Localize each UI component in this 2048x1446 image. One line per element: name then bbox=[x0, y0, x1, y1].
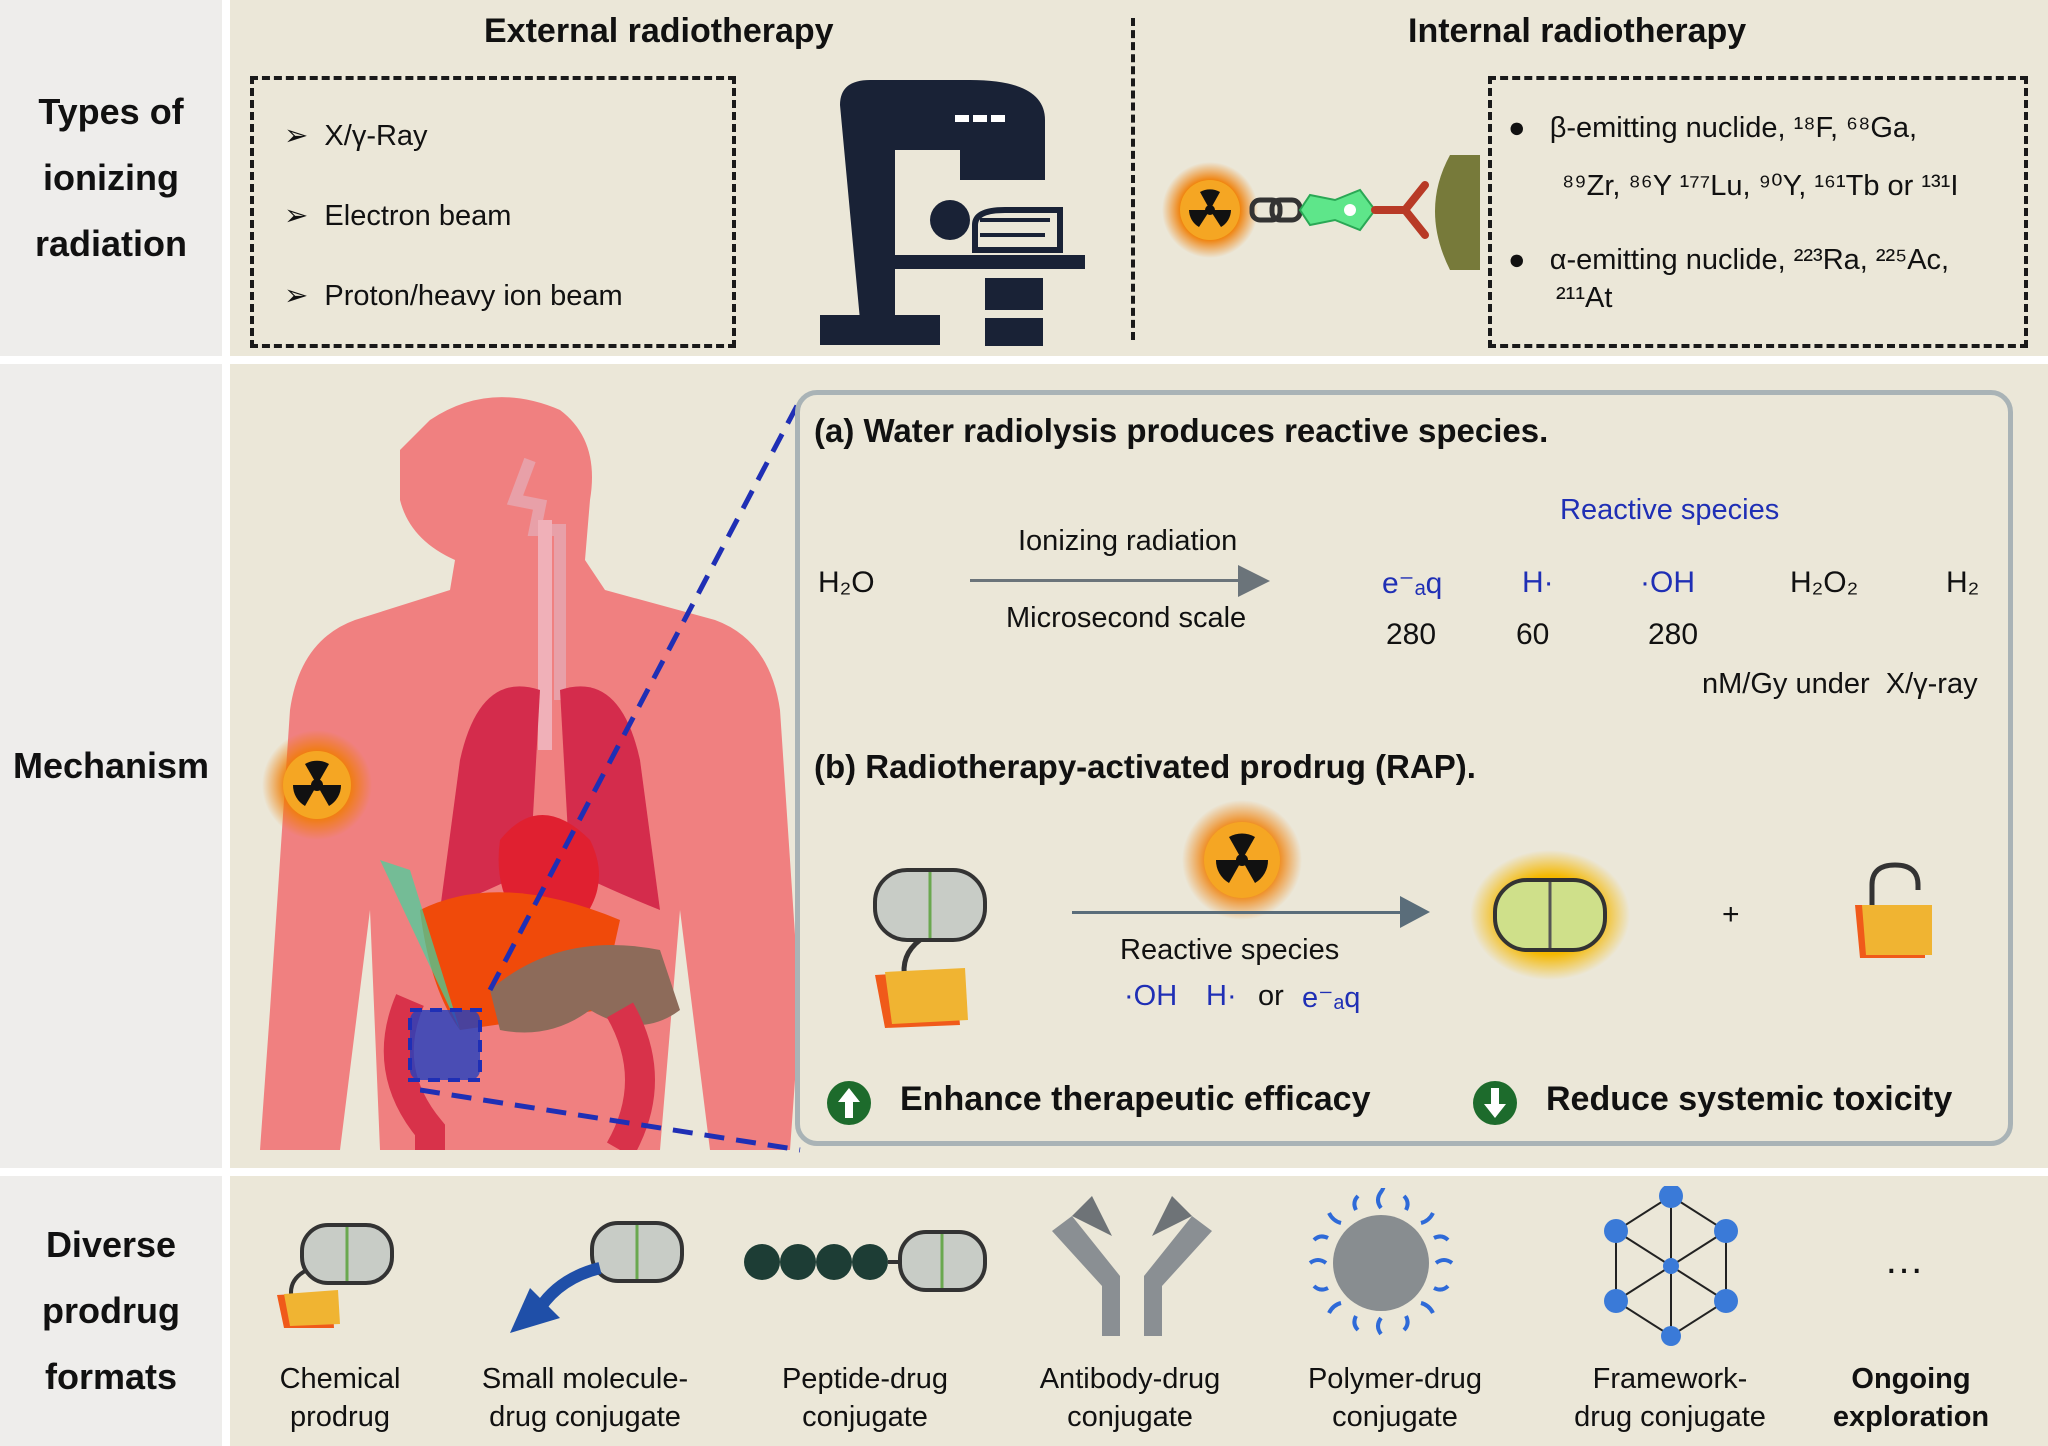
radiolysis-arrow bbox=[970, 579, 1240, 582]
row-label-types-text: Types of ionizing radiation bbox=[34, 91, 187, 264]
internal-beta-line1: β-emitting nuclide, ¹⁸F, ⁶⁸Ga, bbox=[1549, 112, 1918, 144]
row-label-formats: Diverse prodrug formats bbox=[0, 1176, 222, 1446]
reactive-species-label: Reactive species bbox=[1560, 494, 1780, 526]
rap-arrowhead bbox=[1400, 896, 1430, 928]
row-label-mechanism-text: Mechanism bbox=[12, 745, 210, 786]
row-label-formats-text: Diverse prodrug formats bbox=[42, 1224, 180, 1397]
row-label-types: Types of ionizing radiation bbox=[0, 0, 222, 356]
format-polymer-line1: Polymer-drug bbox=[1307, 1363, 1483, 1395]
reactant-h2o: H₂O bbox=[818, 566, 875, 599]
arrow-bottom-label: Microsecond scale bbox=[1006, 602, 1247, 634]
species-oh: ·OH bbox=[1640, 566, 1695, 599]
external-item-xray: ➢ X/γ-Ray bbox=[284, 120, 428, 152]
reduce-down-arrow-icon bbox=[1473, 1081, 1517, 1125]
external-list-box bbox=[250, 76, 736, 348]
row-label-mechanism: Mechanism bbox=[0, 364, 222, 1168]
format-chemical-line1: Chemical bbox=[279, 1363, 401, 1395]
rap-species-h: H· bbox=[1206, 980, 1237, 1012]
yield-e-aq: 280 bbox=[1386, 618, 1437, 651]
format-small-molecule-line1: Small molecule- bbox=[481, 1363, 689, 1395]
format-caption-framework: Framework- drug conjugate bbox=[1550, 1360, 1790, 1436]
external-item-electron-text: Electron beam bbox=[324, 200, 512, 232]
format-peptide-line1: Peptide-drug bbox=[781, 1363, 949, 1395]
format-caption-polymer: Polymer-drug conjugate bbox=[1280, 1360, 1510, 1436]
enhance-text: Enhance therapeutic efficacy bbox=[900, 1080, 1371, 1118]
human-body-figure bbox=[260, 397, 800, 1150]
format-small-molecule-line2: drug conjugate bbox=[489, 1401, 681, 1433]
format-peptide-line2: conjugate bbox=[802, 1401, 928, 1433]
types-panel bbox=[230, 0, 2048, 356]
external-item-xray-text: X/γ-Ray bbox=[324, 120, 428, 152]
rap-species-e: e⁻ₐq bbox=[1302, 982, 1361, 1014]
format-caption-peptide: Peptide-drug conjugate bbox=[750, 1360, 980, 1436]
rap-or-word: or bbox=[1258, 980, 1284, 1012]
locked-prodrug-icon bbox=[873, 868, 987, 1028]
polymer-conjugate-icon bbox=[1308, 1188, 1454, 1336]
format-caption-antibody: Antibody-drug conjugate bbox=[1010, 1360, 1250, 1436]
rap-species-oh: ·OH bbox=[1124, 980, 1178, 1012]
species-e-aq: e⁻ₐq bbox=[1382, 567, 1443, 600]
reduce-text: Reduce systemic toxicity bbox=[1546, 1080, 1953, 1118]
format-chemical-line2: prodrug bbox=[290, 1401, 390, 1433]
format-polymer-line2: conjugate bbox=[1332, 1401, 1458, 1433]
small-molecule-conjugate-icon bbox=[510, 1221, 684, 1333]
rap-arrow bbox=[1072, 911, 1402, 914]
types-divider bbox=[1131, 18, 1135, 340]
zoom-lines bbox=[420, 398, 803, 1153]
format-framework-line2: drug conjugate bbox=[1574, 1401, 1766, 1433]
external-title: External radiotherapy bbox=[484, 12, 834, 50]
radiolysis-heading: (a) Water radiolysis produces reactive s… bbox=[814, 412, 1549, 449]
activated-drug-icon bbox=[1470, 850, 1630, 980]
arrow-top-label: Ionizing radiation bbox=[1018, 525, 1238, 557]
internal-alpha-line2: ²¹¹At bbox=[1556, 282, 1613, 314]
ongoing-ellipsis: … bbox=[1884, 1238, 1924, 1282]
format-caption-ongoing: Ongoing exploration bbox=[1816, 1360, 2006, 1436]
chemical-prodrug-icon bbox=[277, 1223, 394, 1328]
rap-radiation-icon bbox=[1182, 800, 1302, 920]
yield-unit: nM/Gy under X/γ-ray bbox=[1702, 668, 1978, 700]
format-caption-chemical: Chemical prodrug bbox=[250, 1360, 430, 1436]
species-h2o2: H₂O₂ bbox=[1790, 566, 1859, 599]
yield-oh: 280 bbox=[1648, 618, 1699, 651]
rap-arrow-label: Reactive species bbox=[1120, 934, 1340, 966]
internal-alpha-line1: α-emitting nuclide, ²²³Ra, ²²⁵Ac, bbox=[1549, 244, 1950, 276]
radiolysis-arrowhead bbox=[1238, 565, 1270, 597]
rap-heading: (b) Radiotherapy-activated prodrug (RAP)… bbox=[814, 748, 1476, 785]
radiation-source-icon bbox=[262, 730, 372, 840]
format-antibody-line2: conjugate bbox=[1067, 1401, 1193, 1433]
format-ongoing-line2: exploration bbox=[1832, 1401, 1990, 1433]
mechanism-detail-box bbox=[795, 390, 2013, 1146]
external-item-proton-text: Proton/heavy ion beam bbox=[324, 280, 623, 312]
radionuclide-conjugate-icon bbox=[1162, 155, 1480, 270]
peptide-conjugate-icon bbox=[744, 1230, 987, 1292]
framework-conjugate-icon bbox=[1604, 1186, 1738, 1346]
linac-machine-icon bbox=[820, 80, 1085, 346]
antibody-conjugate-icon bbox=[1052, 1196, 1212, 1336]
species-h2: H₂ bbox=[1946, 566, 1980, 599]
external-item-electron: ➢ Electron beam bbox=[284, 200, 512, 232]
species-h: H· bbox=[1522, 566, 1554, 599]
format-framework-line1: Framework- bbox=[1592, 1363, 1748, 1395]
external-item-proton: ➢ Proton/heavy ion beam bbox=[284, 280, 623, 312]
format-ongoing-line1: Ongoing bbox=[1851, 1363, 1971, 1395]
enhance-up-arrow-icon bbox=[827, 1081, 871, 1125]
yield-h: 60 bbox=[1516, 618, 1550, 651]
open-lock-icon bbox=[1855, 862, 1932, 958]
internal-beta-line2: ⁸⁹Zr, ⁸⁶Y ¹⁷⁷Lu, ⁹⁰Y, ¹⁶¹Tb or ¹³¹I bbox=[1562, 170, 1959, 202]
rap-plus: + bbox=[1722, 898, 1740, 931]
internal-item-beta: ● β-emitting nuclide, ¹⁸F, ⁶⁸Ga, bbox=[1508, 112, 1918, 144]
format-antibody-line1: Antibody-drug bbox=[1039, 1363, 1221, 1395]
internal-list-box bbox=[1488, 76, 2028, 348]
internal-item-alpha: ● α-emitting nuclide, ²²³Ra, ²²⁵Ac, bbox=[1508, 244, 1950, 276]
internal-title: Internal radiotherapy bbox=[1408, 12, 1747, 50]
format-caption-small-molecule: Small molecule- drug conjugate bbox=[460, 1360, 710, 1436]
